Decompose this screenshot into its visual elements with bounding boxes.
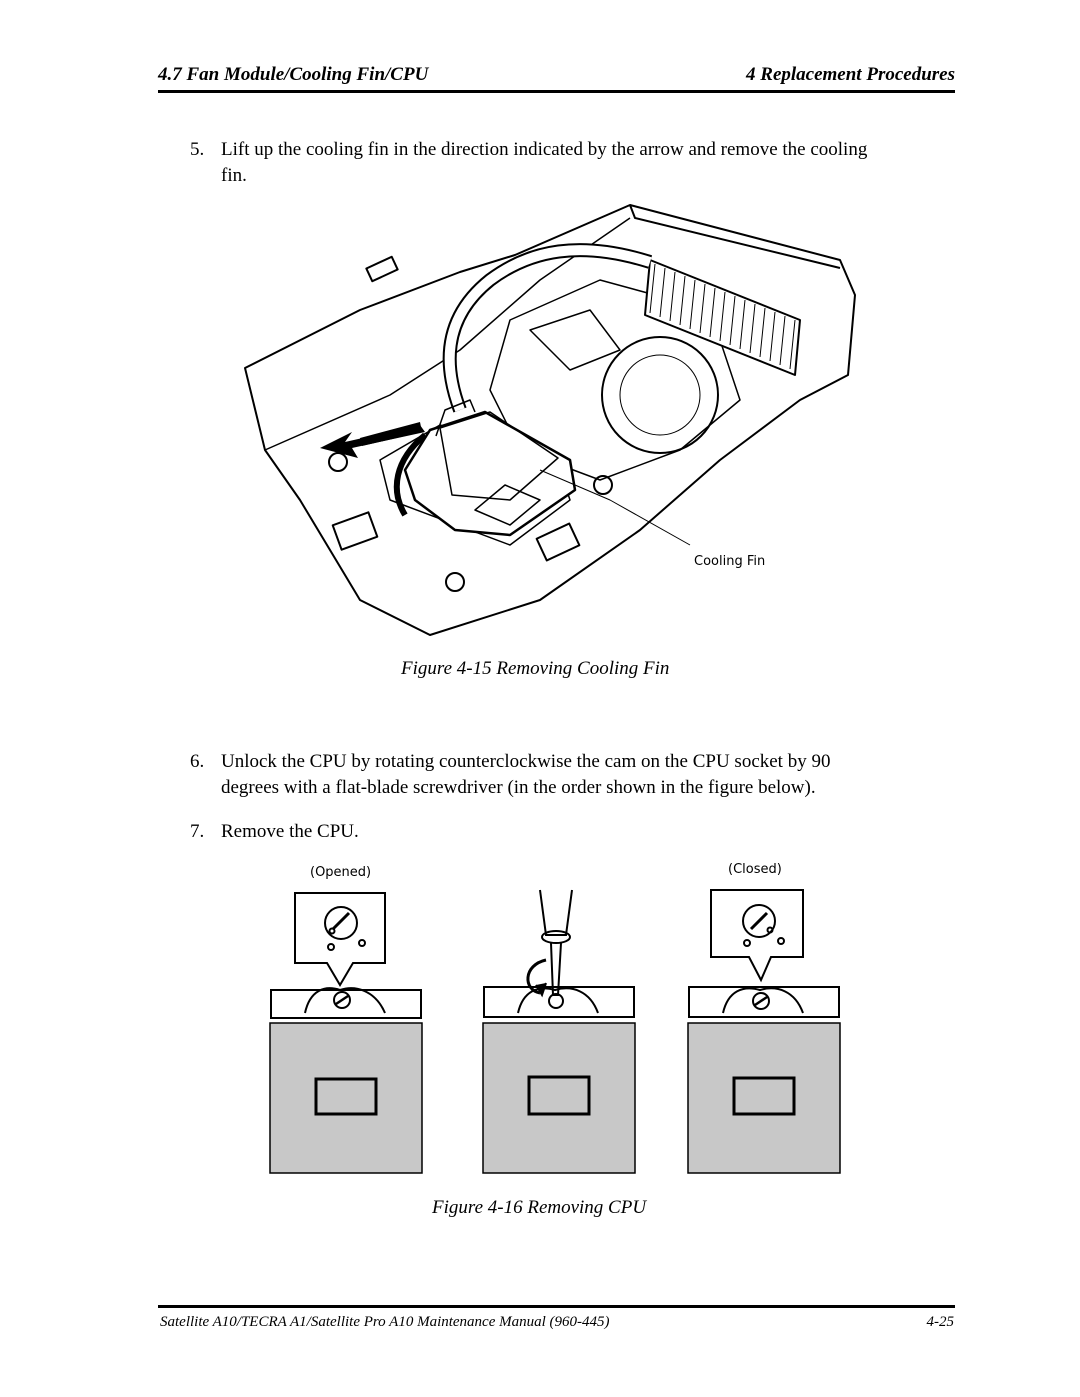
- page-number: 4-25: [926, 1314, 955, 1330]
- step-text-continued: fin.: [221, 165, 247, 186]
- opened-label: (Opened): [310, 865, 372, 880]
- step-text: Unlock the CPU by rotating counterclockw…: [221, 751, 831, 772]
- footer-rule: [158, 1305, 955, 1308]
- step-text: Lift up the cooling fin in the direction…: [221, 139, 868, 160]
- cpu-socket-closed: [687, 889, 841, 1174]
- step-number: 7.: [190, 821, 205, 842]
- closed-label: (Closed): [728, 862, 782, 877]
- cpu-socket-screwdriver: [482, 889, 636, 1174]
- manual-title: Satellite A10/TECRA A1/Satellite Pro A10…: [160, 1314, 610, 1330]
- cpu-socket-opened: [269, 892, 423, 1174]
- step-text: Remove the CPU.: [221, 821, 359, 842]
- step-number: 5.: [190, 139, 205, 160]
- figure-caption: Figure 4-15 Removing Cooling Fin: [401, 658, 670, 679]
- cooling-fin-illustration: [244, 204, 856, 636]
- step-number: 6.: [190, 751, 205, 772]
- step-text-continued: degrees with a flat-blade screwdriver (i…: [221, 777, 816, 798]
- cooling-fin-callout: Cooling Fin: [694, 554, 766, 569]
- chapter-title: 4 Replacement Procedures: [746, 64, 955, 85]
- page-header: 4.7 Fan Module/Cooling Fin/CPU 4 Replace…: [158, 64, 955, 92]
- figure-caption: Figure 4-16 Removing CPU: [432, 1197, 647, 1218]
- header-rule: [158, 90, 955, 93]
- section-title: 4.7 Fan Module/Cooling Fin/CPU: [158, 64, 429, 85]
